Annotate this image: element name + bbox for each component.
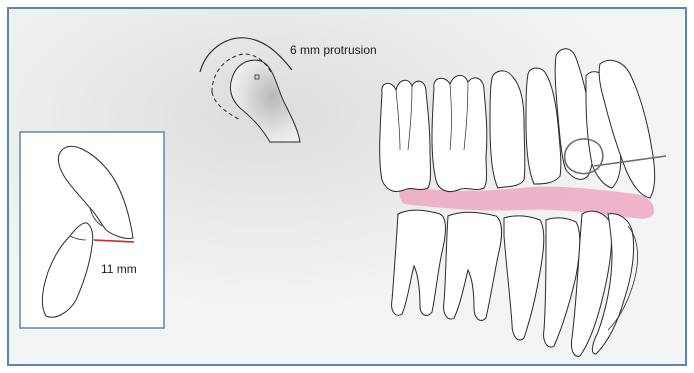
upper-premolar-2 [490, 71, 525, 188]
upper-molar-1 [432, 75, 487, 191]
upper-molar-2 [380, 80, 431, 191]
incisal-gap-label: 11 mm [101, 262, 137, 276]
incisor-inset [20, 132, 164, 328]
protrusion-label: 6 mm protrusion [290, 43, 377, 57]
